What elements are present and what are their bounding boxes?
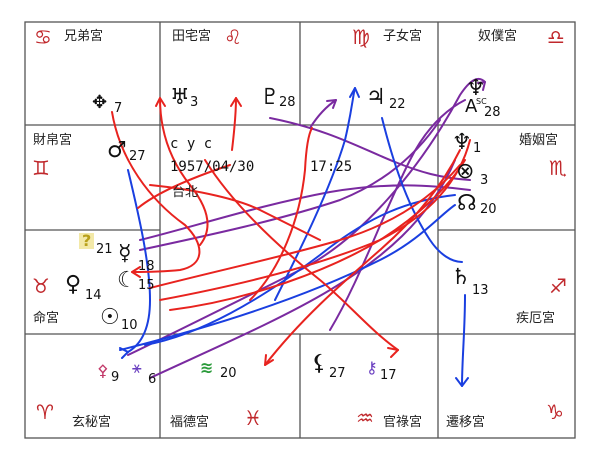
red-aspect-lines — [111, 97, 471, 366]
star-point-icon: ⚹ — [132, 358, 142, 377]
birth-time: 17:25 — [310, 159, 353, 175]
leo-sign-icon: ♌ — [224, 25, 242, 49]
scorpio-sign-icon: ♏ — [549, 156, 567, 180]
placement-degree: 9 — [111, 370, 120, 385]
neptune-icon: ♆ — [452, 130, 472, 155]
purple-aspect-lines — [127, 77, 486, 379]
birth-date: 1957/04/30 — [170, 159, 255, 175]
aquarius-sign-icon: ♒ — [356, 406, 374, 430]
taurus-sign-icon: ♉ — [32, 274, 50, 298]
palace-spouse-label: 婚姻宮 — [519, 133, 559, 148]
uranus-icon: ♅ — [170, 85, 190, 110]
asteroid-icon: ⚴ — [97, 361, 109, 380]
chiron-icon: ⚷ — [366, 358, 378, 377]
ascendant-superscript: SC — [476, 97, 487, 106]
placement-degree: 20 — [220, 366, 237, 381]
arrow-heads — [119, 81, 486, 387]
grid — [24, 21, 576, 439]
capricorn-sign-icon: ♑ — [546, 400, 564, 424]
palace-fortune-label: 福德宮 — [170, 415, 210, 430]
placement-degree: 27 — [129, 149, 146, 164]
virgo-sign-icon: ♍ — [352, 25, 370, 49]
gemini-sign-icon: ♊ — [32, 156, 50, 180]
placement-degree: 28 — [279, 95, 296, 110]
libra-sign-icon: ♎ — [547, 25, 565, 49]
palace-secret-label: 玄秘宮 — [72, 415, 112, 430]
placement-degree: 3 — [190, 95, 199, 110]
lilith-icon: ⚸ — [311, 351, 328, 376]
palace-children-label: 子女宮 — [383, 29, 423, 44]
cancer-sign-icon: ♋ — [34, 25, 52, 49]
neptune-icon: ♆ — [466, 76, 486, 101]
placement-degree: 27 — [329, 366, 346, 381]
birth-place: 台北 — [172, 185, 199, 200]
placement-degree: 17 — [380, 368, 397, 383]
placement-degree: 15 — [138, 278, 155, 293]
ascendant-icon: A — [465, 96, 478, 117]
north-node-icon: ☊ — [457, 191, 477, 216]
palace-brothers-label: 兄弟宮 — [64, 29, 104, 44]
palace-life-label: 命宮 — [33, 311, 60, 326]
mars-icon: ♂ — [107, 138, 127, 163]
sagittarius-sign-icon: ♐ — [549, 274, 567, 298]
vertex-icon: ⊗ — [456, 159, 475, 184]
palace-servants-label: 奴僕宮 — [478, 29, 518, 44]
palace-career-label: 官祿宮 — [383, 415, 423, 430]
blue-aspect-lines — [119, 87, 466, 387]
placement-degree: 13 — [472, 283, 489, 298]
palace-travel-label: 遷移宮 — [446, 415, 486, 430]
mercury-icon: ☿ — [118, 241, 132, 266]
sun-icon: ☉ — [100, 305, 120, 330]
chart-name: c y c — [170, 136, 213, 152]
palace-wealth-label: 財帛宮 — [33, 133, 73, 148]
aries-sign-icon: ♈ — [36, 400, 54, 424]
placement-degree: 22 — [389, 97, 406, 112]
venus-icon: ♀ — [65, 272, 82, 297]
placement-degree: 10 — [121, 318, 138, 333]
part-of-fortune-icon: ✥ — [92, 92, 108, 113]
placement-degree: 28 — [484, 105, 501, 120]
placement-degree: 20 — [480, 202, 497, 217]
pluto-icon: ♇ — [260, 85, 280, 110]
placement-degree: 18 — [138, 259, 155, 274]
placement-degree: 7 — [114, 101, 123, 116]
placement-degree: 14 — [85, 288, 102, 303]
saturn-icon: ♄ — [451, 265, 471, 290]
wave-point-icon: ≋ — [200, 358, 214, 377]
placement-degree: 21 — [96, 242, 113, 257]
unknown-point-icon: ? — [79, 233, 95, 249]
moon-icon: ☾ — [117, 268, 137, 293]
jupiter-icon: ♃ — [366, 85, 386, 110]
pisces-sign-icon: ♓ — [244, 406, 262, 430]
placement-degree: 3 — [480, 173, 489, 188]
palace-property-label: 田宅宮 — [172, 29, 212, 44]
placement-degree: 1 — [473, 141, 482, 156]
placement-degree: 6 — [148, 372, 157, 387]
palace-illness-label: 疾厄宮 — [516, 311, 556, 326]
